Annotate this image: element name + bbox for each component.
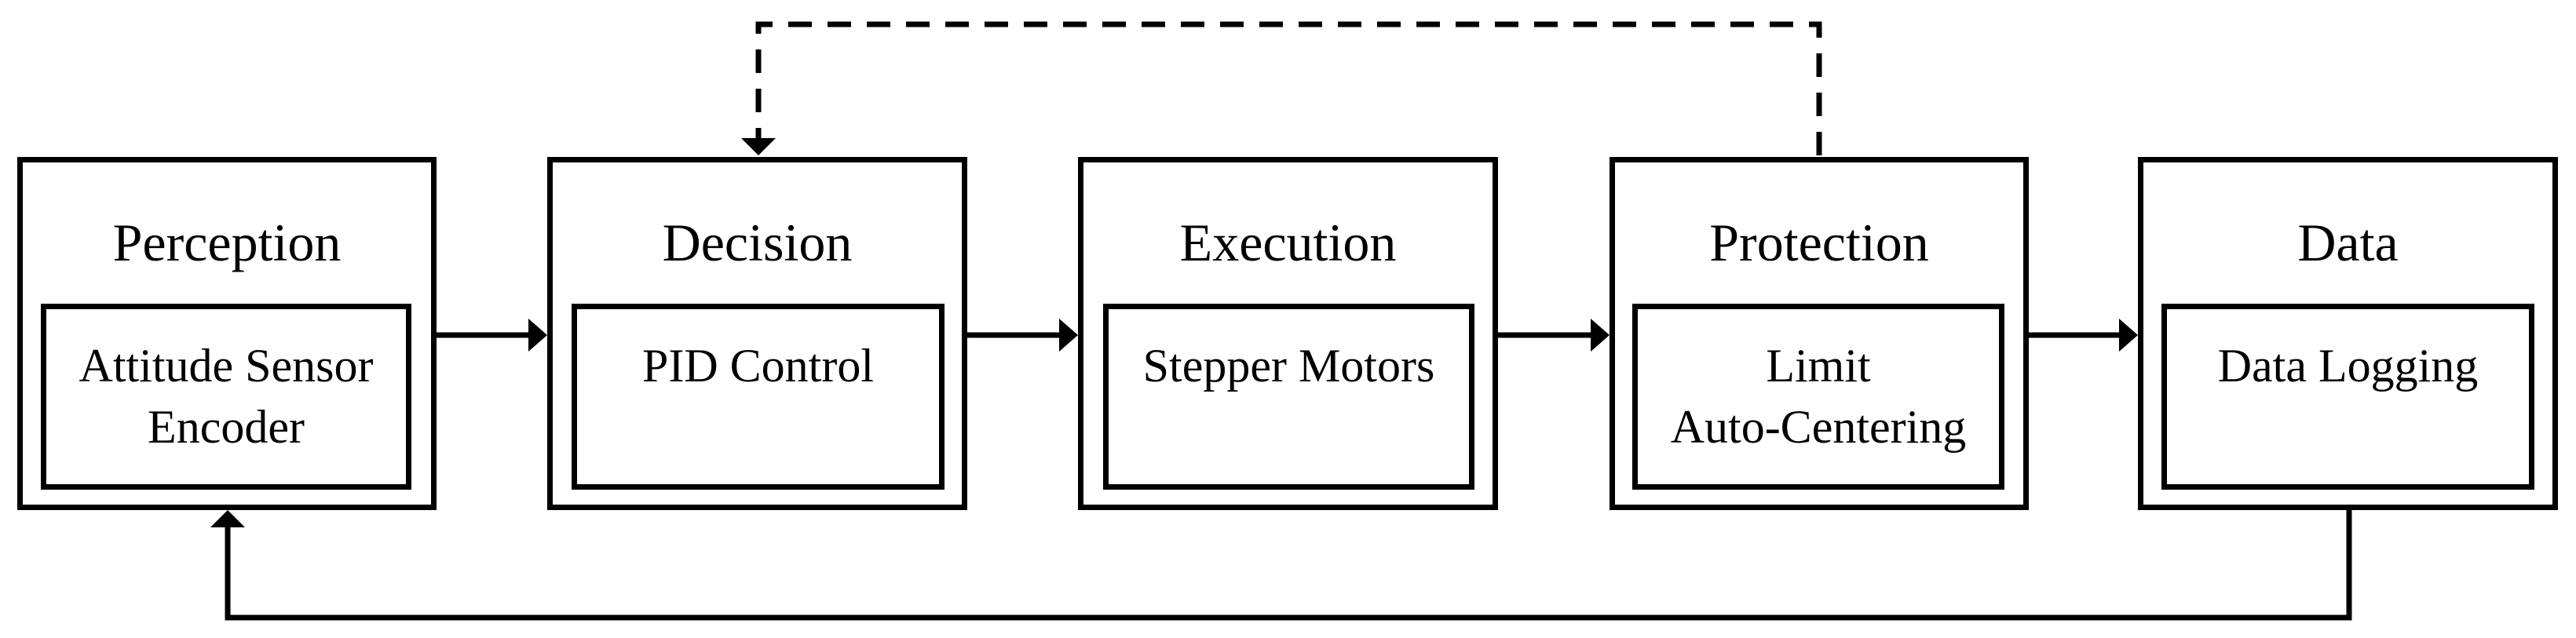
component-box-data-logging bbox=[2161, 304, 2534, 490]
arrow-protection-to-data bbox=[2026, 319, 2138, 352]
component-box-limit-auto-centering bbox=[1632, 304, 2004, 490]
arrow-decision-to-execution bbox=[965, 319, 1078, 352]
component-label-stepper-motors: Stepper Motors bbox=[1142, 340, 1435, 392]
arrow-execution-to-protection bbox=[1496, 319, 1610, 352]
stage-title-perception: Perception bbox=[112, 213, 342, 272]
component-box-stepper-motors bbox=[1103, 304, 1474, 490]
arrow-perception-to-decision bbox=[434, 319, 547, 352]
stage-title-data: Data bbox=[2297, 213, 2399, 272]
feedback-arrow-data-to-perception bbox=[210, 509, 2352, 621]
component-label-data-logging: Data Logging bbox=[2217, 340, 2479, 392]
component-box-attitude-sensor-encoder bbox=[41, 304, 411, 490]
component-label-pid-control: PID Control bbox=[641, 340, 875, 392]
stage-title-execution: Execution bbox=[1179, 213, 1397, 272]
component-box-pid-control bbox=[572, 304, 945, 490]
component-label-limit-auto-centering: Limit Auto-Centering bbox=[1670, 340, 1967, 453]
stage-title-protection: Protection bbox=[1709, 213, 1929, 272]
component-label-attitude-sensor-encoder: Attitude Sensor Encoder bbox=[79, 340, 374, 453]
feedback-arrow-protection-to-decision-dashed bbox=[741, 21, 1822, 155]
stage-title-decision: Decision bbox=[662, 213, 853, 272]
